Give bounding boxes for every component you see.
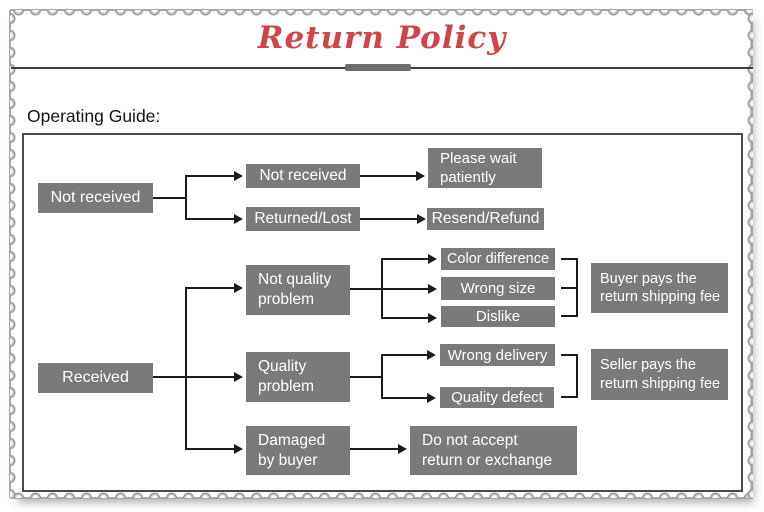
header-divider-accent bbox=[345, 64, 411, 71]
flow-arrowhead bbox=[428, 313, 437, 323]
flow-arrowhead bbox=[234, 214, 243, 224]
bracket-line bbox=[576, 258, 578, 317]
flow-line bbox=[152, 197, 187, 199]
node-label: problem bbox=[258, 378, 314, 395]
flow-line bbox=[382, 317, 428, 319]
node-not-received-root: Not received bbox=[38, 183, 153, 213]
node-dislike: Dislike bbox=[441, 306, 555, 327]
node-label: problem bbox=[258, 291, 314, 308]
node-label: Wrong size bbox=[460, 280, 536, 297]
flow-arrowhead bbox=[234, 444, 243, 454]
node-label: Please wait bbox=[440, 149, 517, 167]
flow-line bbox=[382, 397, 427, 399]
flow-arrowhead bbox=[416, 171, 425, 181]
flow-line bbox=[152, 376, 234, 378]
node-label: Buyer pays the bbox=[600, 270, 697, 287]
flow-line bbox=[360, 175, 416, 177]
page-title: Return Policy bbox=[257, 20, 507, 56]
flow-line bbox=[360, 218, 417, 220]
node-label: Not quality bbox=[258, 271, 332, 289]
node-label: Do not accept bbox=[422, 431, 518, 449]
flow-arrowhead bbox=[427, 393, 436, 403]
bracket-line bbox=[561, 396, 578, 398]
flow-line bbox=[382, 258, 428, 260]
perforation-left bbox=[10, 10, 17, 498]
flow-line bbox=[185, 287, 187, 450]
flow-arrowhead bbox=[234, 372, 243, 382]
flow-line bbox=[350, 376, 383, 378]
node-label: by buyer bbox=[258, 451, 318, 469]
flow-line bbox=[381, 354, 383, 399]
flow-arrowhead bbox=[417, 214, 426, 224]
bracket-line bbox=[576, 354, 578, 398]
node-quality-defect: Quality defect bbox=[440, 387, 554, 408]
flow-line bbox=[186, 218, 234, 220]
flow-arrowhead bbox=[428, 254, 437, 264]
flow-arrowhead bbox=[428, 284, 437, 294]
node-label: Seller pays the bbox=[600, 357, 696, 374]
flow-arrowhead bbox=[427, 350, 436, 360]
bracket-line bbox=[561, 287, 578, 289]
node-label: Quality defect bbox=[451, 389, 543, 406]
node-label: Returned/Lost bbox=[254, 210, 352, 227]
flow-line bbox=[185, 175, 187, 220]
node-not-received-case: Not received bbox=[246, 164, 360, 188]
node-label: Not received bbox=[259, 167, 347, 184]
node-label: Resend/Refund bbox=[431, 210, 540, 227]
node-damaged-by-buyer: Damaged by buyer bbox=[246, 426, 350, 475]
flow-line bbox=[350, 448, 398, 450]
bracket-line bbox=[561, 258, 578, 260]
node-not-quality-problem: Not quality problem bbox=[246, 265, 350, 315]
node-please-wait: Please wait patiently bbox=[428, 148, 542, 188]
node-label: Damaged bbox=[258, 431, 326, 449]
stamp-edge-bottom bbox=[10, 497, 753, 499]
bracket-line bbox=[561, 354, 578, 356]
node-label: Not received bbox=[50, 189, 141, 206]
flow-line bbox=[350, 288, 383, 290]
node-returned-lost: Returned/Lost bbox=[246, 207, 360, 231]
flow-arrowhead bbox=[398, 444, 407, 454]
node-label: Received bbox=[62, 369, 129, 386]
node-resend-refund: Resend/Refund bbox=[427, 208, 544, 230]
bracket-line bbox=[561, 315, 578, 317]
node-wrong-size: Wrong size bbox=[441, 277, 555, 300]
node-label: Wrong delivery bbox=[447, 346, 548, 364]
node-label: Quality bbox=[258, 358, 307, 376]
node-seller-pays: Seller pays the return shipping fee bbox=[591, 349, 728, 400]
perforation-bottom bbox=[10, 491, 753, 498]
node-label: patiently bbox=[440, 169, 496, 186]
node-quality-problem: Quality problem bbox=[246, 352, 350, 402]
node-color-difference: Color difference bbox=[441, 248, 555, 270]
node-buyer-pays: Buyer pays the return shipping fee bbox=[591, 263, 728, 313]
flow-arrowhead bbox=[234, 283, 243, 293]
flow-line bbox=[186, 287, 234, 289]
guide-heading: Operating Guide: bbox=[27, 106, 161, 126]
node-label: Color difference bbox=[446, 251, 550, 267]
flow-arrowhead bbox=[234, 171, 243, 181]
flow-line bbox=[382, 288, 428, 290]
node-label: Dislike bbox=[475, 308, 521, 325]
node-label: return shipping fee bbox=[600, 375, 721, 392]
perforation-right bbox=[746, 10, 753, 498]
flow-line bbox=[382, 354, 427, 356]
node-do-not-accept: Do not accept return or exchange bbox=[410, 426, 577, 475]
node-received-root: Received bbox=[38, 363, 153, 393]
node-label: return or exchange bbox=[422, 451, 553, 469]
flow-line bbox=[186, 175, 234, 177]
node-label: return shipping fee bbox=[600, 289, 721, 305]
perforation-top bbox=[10, 10, 753, 17]
flow-line bbox=[186, 448, 234, 450]
node-wrong-delivery: Wrong delivery bbox=[440, 344, 555, 366]
